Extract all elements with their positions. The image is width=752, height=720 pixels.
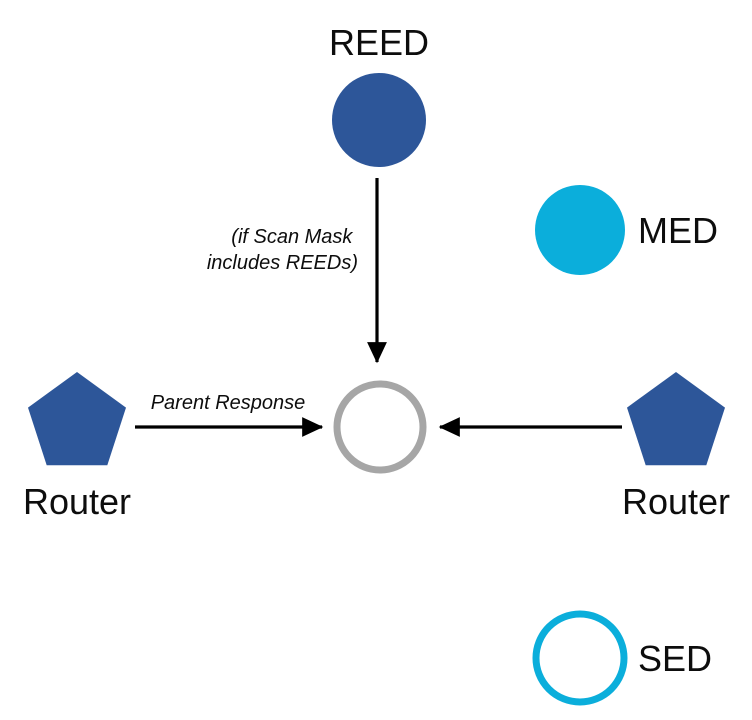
edge-label-parent-response: Parent Response xyxy=(151,392,306,414)
node-reed[interactable]: REED xyxy=(329,22,429,167)
edge-label-scan-mask-line-2: includes REEDs) xyxy=(207,252,358,274)
router-right-pentagon-icon[interactable] xyxy=(627,372,725,466)
sed-label: SED xyxy=(638,638,712,679)
edge-label-scan-mask-line-1: (if Scan Mask xyxy=(231,226,353,248)
node-router-left[interactable]: Router xyxy=(23,372,131,522)
reed-circle-icon[interactable] xyxy=(332,73,426,167)
node-med[interactable]: MED xyxy=(535,185,718,275)
node-router-right[interactable]: Router xyxy=(622,372,730,522)
edge-router-left-to-center: Parent Response xyxy=(135,392,324,437)
node-center-device[interactable] xyxy=(333,380,427,474)
reed-label: REED xyxy=(329,22,429,63)
edge-label-scan-mask: (if Scan Mask includes REEDs) xyxy=(207,226,358,274)
router-right-label: Router xyxy=(622,481,730,522)
med-circle-icon[interactable] xyxy=(535,185,625,275)
center-ring-icon[interactable] xyxy=(333,380,427,474)
router-left-label: Router xyxy=(23,481,131,522)
med-label: MED xyxy=(638,210,718,251)
node-sed[interactable]: SED xyxy=(532,610,712,706)
router-left-pentagon-icon[interactable] xyxy=(28,372,126,466)
sed-ring-icon[interactable] xyxy=(532,610,628,706)
edge-reed-to-center: (if Scan Mask includes REEDs) xyxy=(207,178,387,364)
